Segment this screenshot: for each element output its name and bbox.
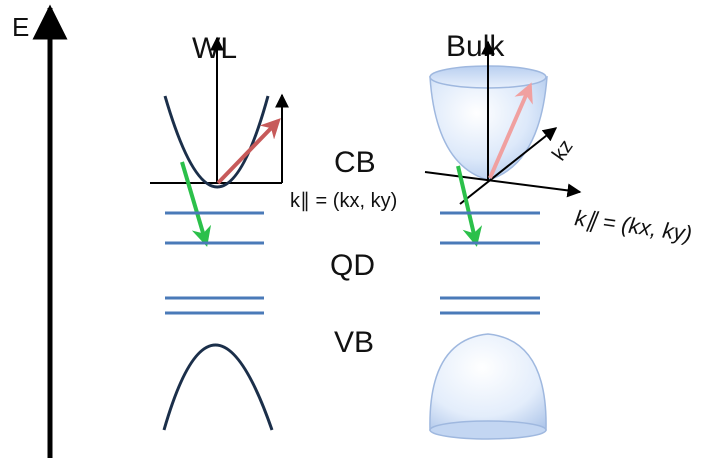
wl-title: WL [192,32,237,65]
bulk-pink-arrow [488,82,533,179]
wl-k-parallel-label: k∥ = (kx, ky) [290,190,397,212]
bulk-kz-axis [459,127,558,205]
wl-red-arrow [216,118,281,185]
cb-label: CB [334,146,376,179]
qd-label: QD [330,249,375,282]
energy-axis-label: E [12,12,29,42]
bulk-valence-dome [429,333,547,431]
bulk-valence-dome-base [429,420,547,440]
bulk-k-axis [424,171,582,198]
bulk-kz-label: kz [548,136,577,165]
wl-green-scatter-arrow [180,161,212,247]
bulk-k-parallel-label: k∥ = (kx, ky) [573,205,693,246]
bulk-title: Bulk [446,30,505,63]
wl-conduction-parabola [163,95,270,189]
wl-valence-parabola [162,343,274,431]
vb-label: VB [334,326,374,359]
bulk-green-scatter-arrow [456,165,483,247]
